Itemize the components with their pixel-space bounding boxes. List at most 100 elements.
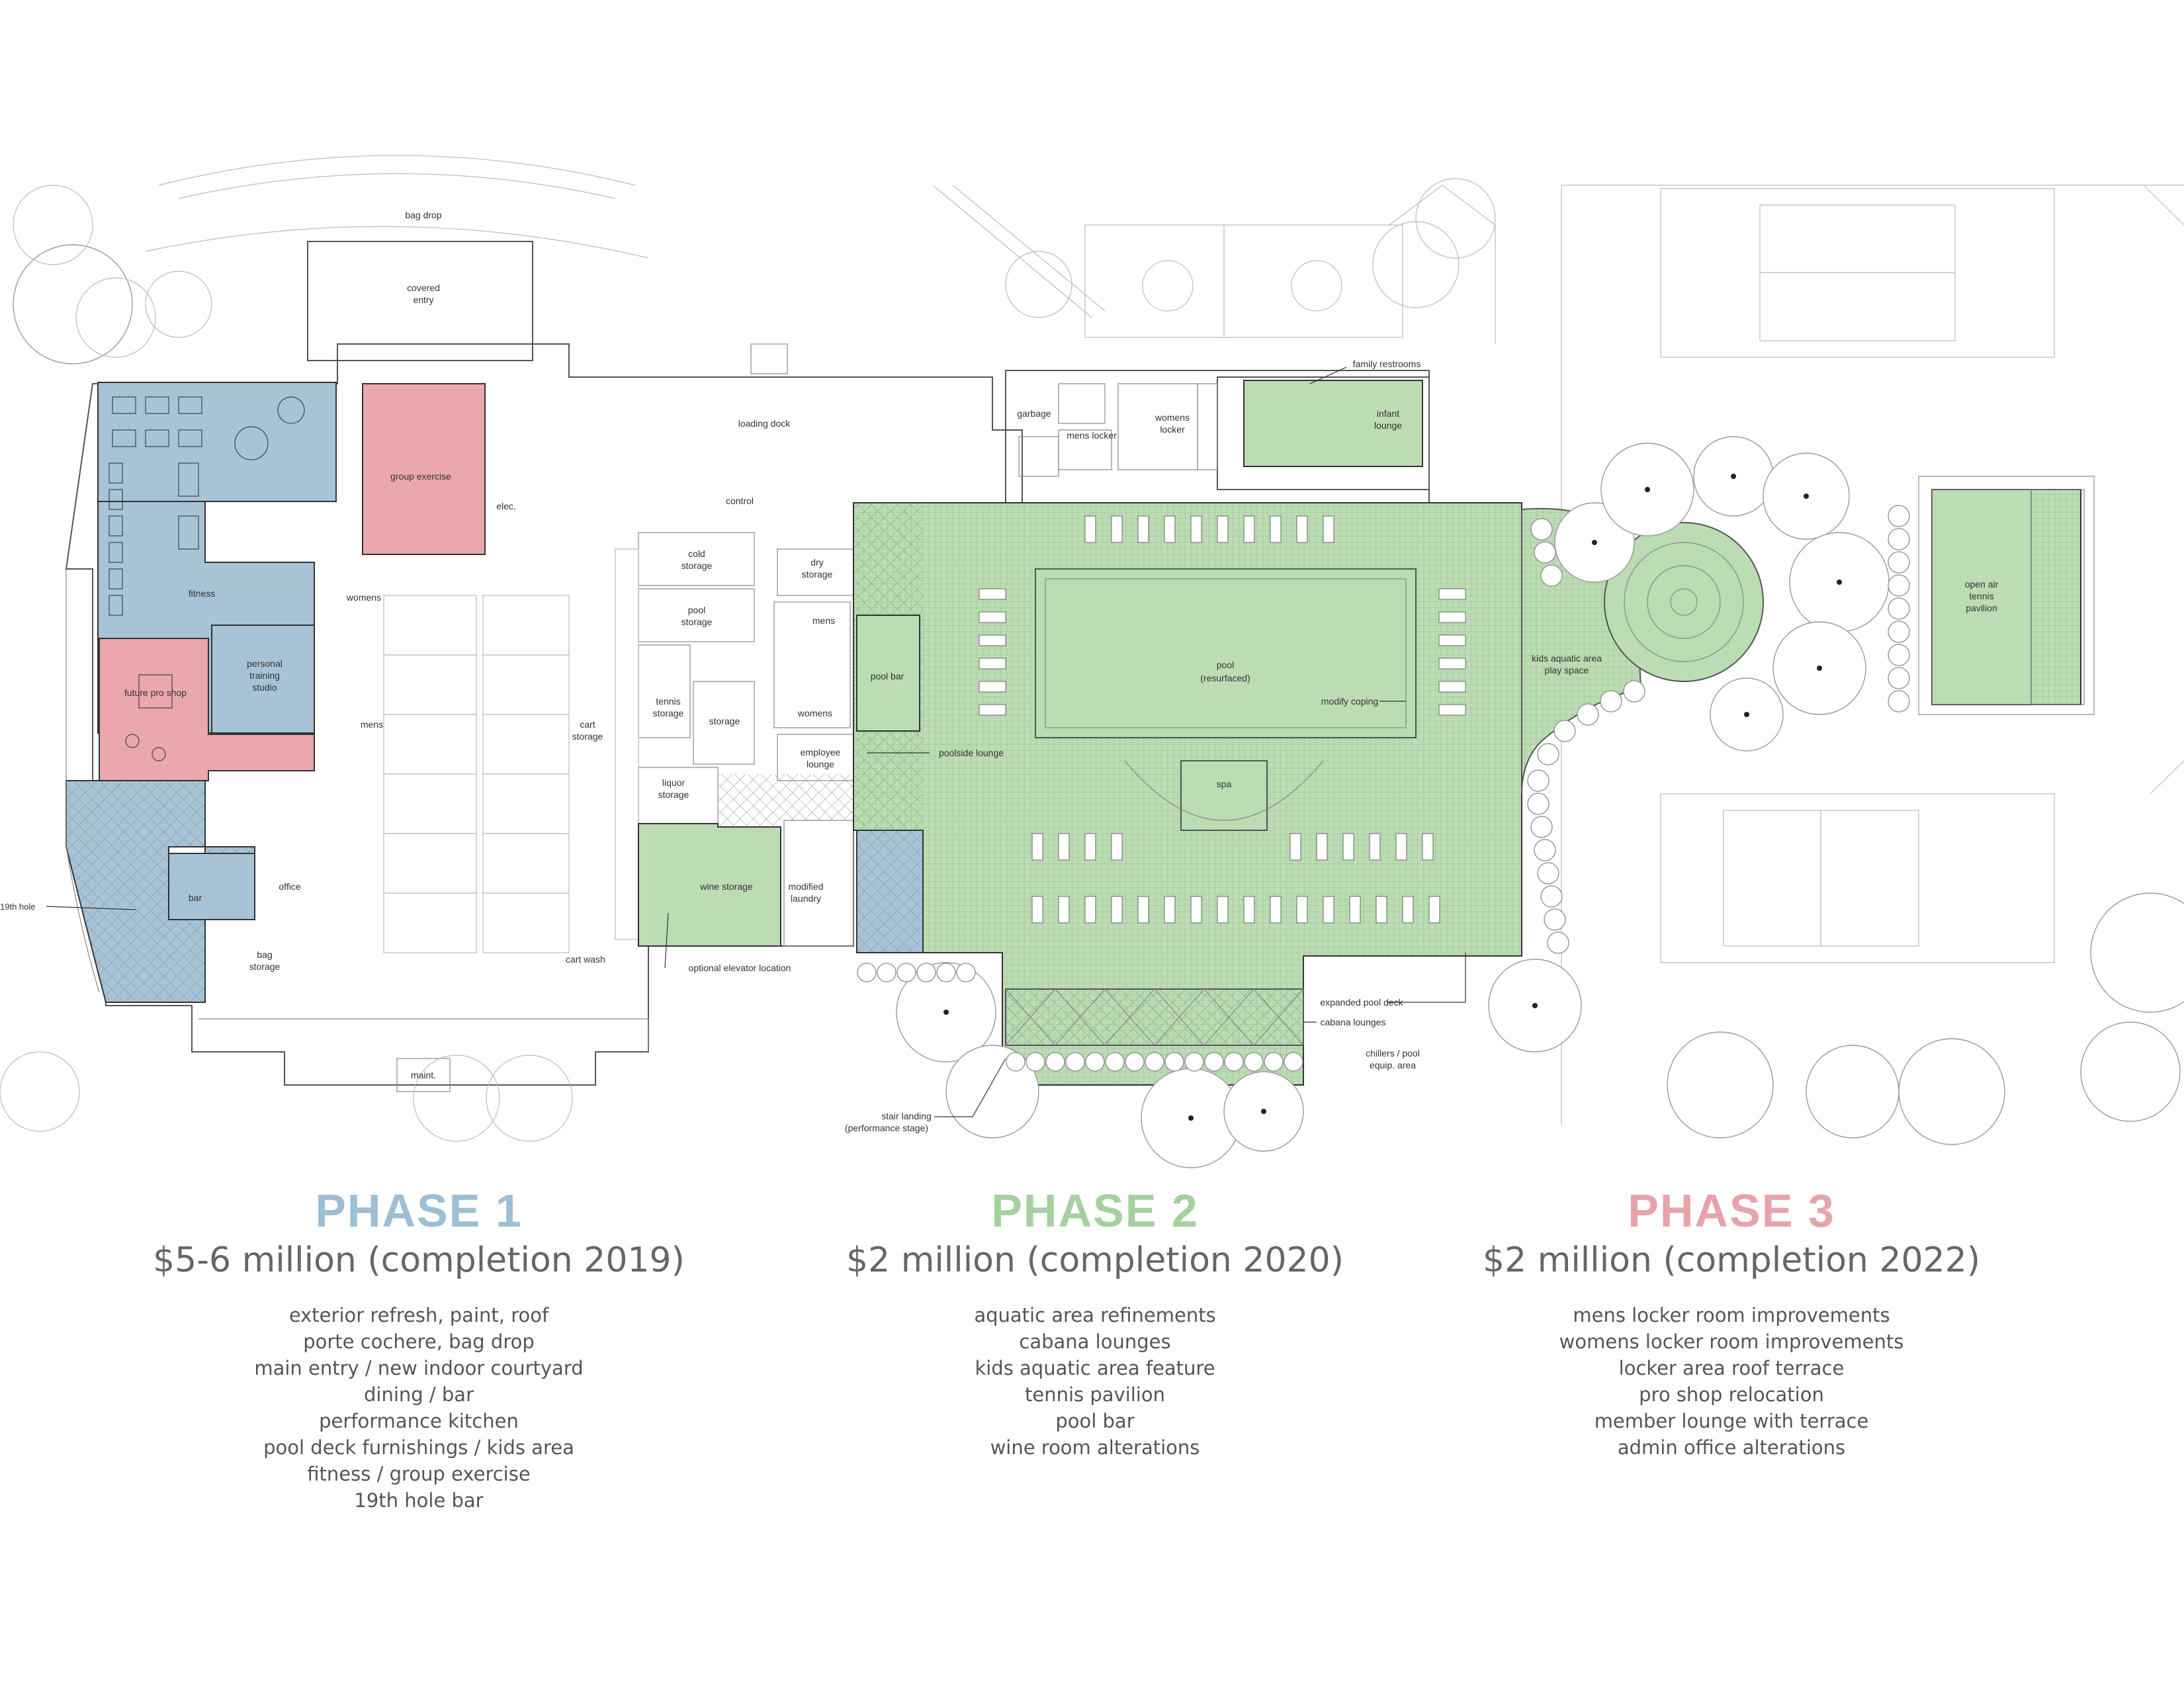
label-wine-storage: wine storage — [699, 881, 753, 892]
list-item: 19th hole bar — [354, 1489, 484, 1512]
family-restroom-area — [1243, 380, 1423, 467]
list-item: locker area roof terrace — [1618, 1357, 1845, 1379]
list-item: pro shop relocation — [1639, 1383, 1824, 1406]
tennis-court-south — [1660, 793, 2055, 963]
list-item: member lounge with terrace — [1594, 1410, 1869, 1432]
personal-training-studio — [211, 625, 315, 734]
label-cart-storage-1: cart — [580, 719, 595, 730]
label-pool-1: pool — [1217, 660, 1234, 670]
label-19th-hole: 19th hole — [0, 902, 36, 912]
label-bag-storage-1: bag — [257, 949, 272, 960]
label-dry-storage-1: dry — [810, 557, 823, 568]
cabana-lounges — [1005, 988, 1304, 1046]
phase-2-items: aquatic area refinements cabana lounges … — [764, 1302, 1426, 1461]
label-spa: spa — [1217, 779, 1232, 789]
label-personal-1: personal — [247, 658, 283, 669]
list-item: pool deck furnishings / kids area — [263, 1436, 574, 1459]
fitness-area — [97, 382, 337, 502]
pool-bar-room — [856, 615, 920, 732]
label-expanded-pool-deck: expanded pool deck — [1320, 997, 1403, 1008]
list-item: porte cochere, bag drop — [303, 1330, 535, 1353]
lounge-chairs — [979, 515, 1466, 924]
label-stair-landing-1: stair landing — [881, 1111, 932, 1121]
label-future-pro-shop: future pro shop — [124, 687, 187, 698]
kids-aquatic-feature — [1604, 522, 1764, 682]
list-item: kids aquatic area feature — [975, 1357, 1215, 1379]
pool — [1035, 568, 1417, 738]
label-mens-2: mens — [812, 615, 835, 626]
label-open-air-2: tennis — [1969, 591, 1993, 601]
bar-area — [168, 853, 255, 920]
list-item: mens locker room improvements — [1573, 1304, 1890, 1326]
label-bag-storage-2: storage — [249, 961, 281, 972]
label-mens: mens — [361, 719, 383, 730]
phase-1-column: PHASE 1 $5-6 million (completion 2019) e… — [88, 1184, 750, 1514]
spa — [1180, 760, 1268, 831]
label-womens-locker-2: locker — [1160, 424, 1185, 435]
phase2-zones — [638, 380, 2095, 1086]
label-employee-1: employee — [801, 747, 841, 757]
list-item: pool bar — [1055, 1410, 1135, 1432]
phase-1-title: PHASE 1 — [315, 1185, 523, 1236]
phase-3-cost: $2 million (completion 2022) — [1483, 1240, 1980, 1280]
phase-3-items: mens locker room improvements womens loc… — [1401, 1302, 2062, 1461]
fitness-equipment — [109, 396, 305, 761]
label-storage: storage — [709, 716, 740, 726]
label-pool-2: (resurfaced) — [1200, 673, 1250, 683]
label-group-exercise: group exercise — [390, 471, 451, 482]
label-laundry-1: modified — [789, 881, 824, 892]
label-open-air-1: open air — [1965, 579, 1999, 589]
phase-1-cost: $5-6 million (completion 2019) — [153, 1240, 685, 1280]
phase3-zones — [99, 383, 486, 781]
label-modify-coping: modify coping — [1321, 696, 1378, 707]
list-item: aquatic area refinements — [974, 1304, 1216, 1326]
label-pool-bar: pool bar — [871, 671, 904, 681]
phase-1-items: exterior refresh, paint, roof porte coch… — [88, 1302, 750, 1514]
list-item: dining / bar — [364, 1383, 474, 1406]
label-dry-storage-2: storage — [802, 569, 833, 580]
tennis-court-north — [1660, 188, 2055, 358]
label-fitness: fitness — [189, 588, 215, 599]
list-item: exterior refresh, paint, roof — [288, 1304, 549, 1326]
phase-2-title: PHASE 2 — [991, 1185, 1199, 1236]
label-poolside-lounge: poolside lounge — [939, 748, 1004, 758]
label-bag-drop: bag drop — [405, 210, 441, 220]
leader-lines — [46, 367, 1466, 1117]
phase-3-column: PHASE 3 $2 million (completion 2022) men… — [1401, 1184, 2062, 1461]
phase-2-column: PHASE 2 $2 million (completion 2020) aqu… — [764, 1184, 1426, 1461]
label-tennis-storage-2: storage — [653, 708, 684, 718]
label-kids-aquatic-1: kids aquatic area — [1532, 653, 1602, 664]
list-item: tennis pavilion — [1025, 1383, 1165, 1406]
label-laundry-2: laundry — [791, 893, 821, 904]
label-cabana-lounges: cabana lounges — [1321, 1017, 1386, 1027]
label-garbage: garbage — [1017, 408, 1051, 419]
label-office: office — [279, 881, 300, 892]
label-cold-storage-1: cold — [688, 548, 705, 559]
future-pro-shop-area — [99, 638, 315, 781]
label-stair-landing-2: (performance stage) — [845, 1123, 928, 1133]
label-covered-entry-2: entry — [413, 294, 433, 305]
label-womens-locker-1: womens — [1155, 412, 1190, 423]
label-employee-2: lounge — [807, 759, 834, 769]
label-womens: womens — [346, 592, 381, 603]
label-mens-locker: mens locker — [1067, 430, 1117, 441]
label-pool-storage-2: storage — [681, 617, 713, 627]
label-elec: elec. — [496, 501, 516, 511]
label-loading-dock: loading dock — [738, 418, 791, 429]
list-item: wine room alterations — [990, 1436, 1200, 1459]
label-chillers-1: chillers / pool — [1366, 1048, 1420, 1059]
phase-3-title: PHASE 3 — [1628, 1185, 1835, 1236]
plan-labels: bag drop covered entry group exercise el… — [0, 210, 1999, 1133]
label-personal-3: studio — [252, 682, 277, 693]
group-exercise-room — [362, 383, 486, 555]
label-tennis-storage-1: tennis — [656, 696, 680, 707]
label-kids-aquatic-2: play space — [1545, 665, 1589, 675]
trees — [0, 178, 2184, 1168]
label-control: control — [726, 496, 754, 506]
label-cart-storage-2: storage — [572, 731, 603, 742]
list-item: womens locker room improvements — [1559, 1330, 1904, 1353]
label-infant-2: lounge — [1374, 420, 1402, 431]
label-pool-storage-1: pool — [688, 605, 705, 615]
list-item: admin office alterations — [1617, 1436, 1846, 1459]
